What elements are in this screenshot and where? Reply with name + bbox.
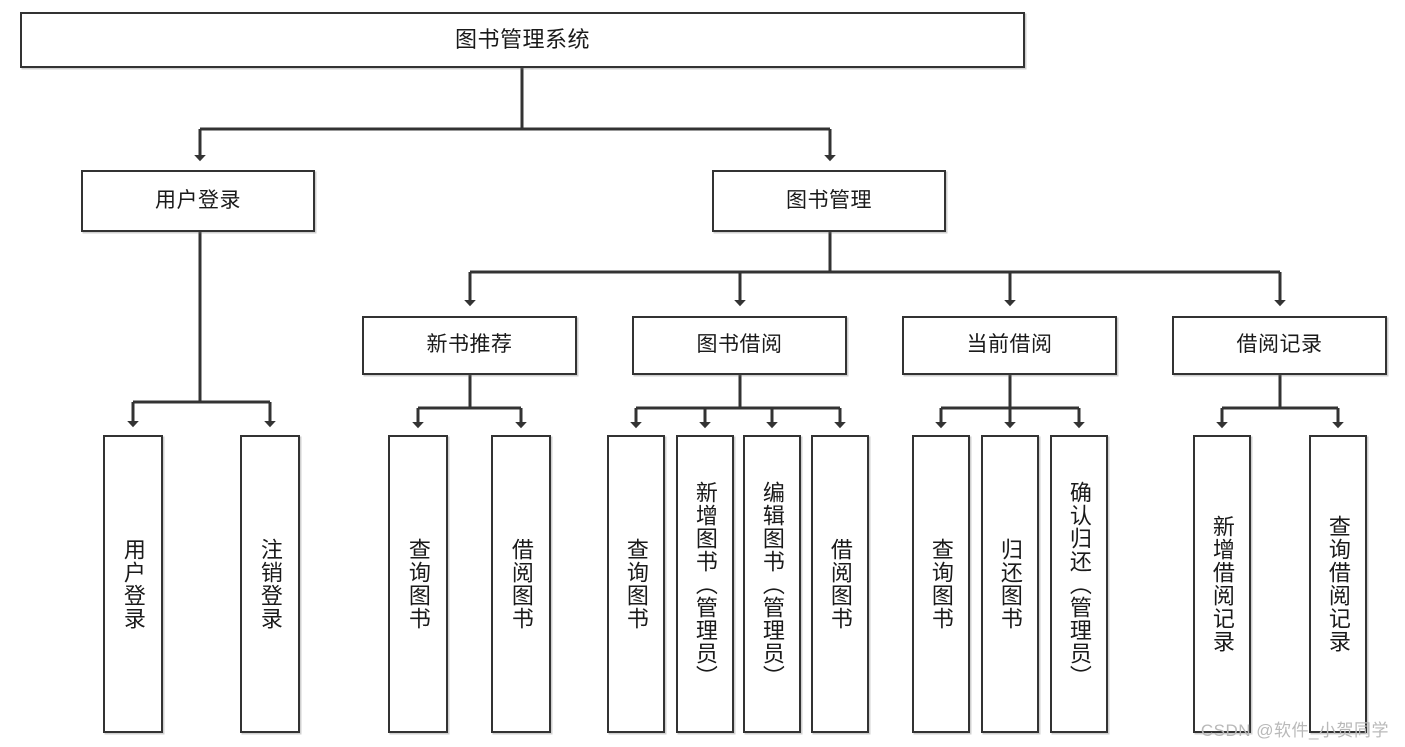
leaf-label: 注销登录 bbox=[257, 538, 283, 630]
leaf-current-confirm-return-admin[interactable]: 确认归还（管理员） bbox=[1050, 435, 1108, 733]
node-current-borrow-label: 当前借阅 bbox=[966, 333, 1053, 357]
leaf-user-login-signout[interactable]: 注销登录 bbox=[240, 435, 300, 733]
node-book-management-label: 图书管理 bbox=[786, 188, 872, 212]
leaf-record-query[interactable]: 查询借阅记录 bbox=[1309, 435, 1367, 733]
leaf-label: 确认归还（管理员） bbox=[1066, 480, 1092, 688]
leaf-label: 查询图书 bbox=[928, 538, 954, 630]
leaf-label: 借阅图书 bbox=[827, 538, 853, 630]
leaf-label: 借阅图书 bbox=[508, 538, 534, 630]
node-current-borrow[interactable]: 当前借阅 bbox=[902, 316, 1117, 375]
node-new-book-recommend-label: 新书推荐 bbox=[426, 333, 513, 357]
leaf-new-book-borrow[interactable]: 借阅图书 bbox=[491, 435, 551, 733]
leaf-current-return-book[interactable]: 归还图书 bbox=[981, 435, 1039, 733]
node-borrow-record-label: 借阅记录 bbox=[1236, 333, 1323, 357]
leaf-label: 编辑图书（管理员） bbox=[759, 480, 785, 688]
leaf-user-login-signin[interactable]: 用户登录 bbox=[103, 435, 163, 733]
leaf-borrow-edit-book-admin[interactable]: 编辑图书（管理员） bbox=[743, 435, 801, 733]
node-user-login[interactable]: 用户登录 bbox=[81, 170, 315, 232]
leaf-new-book-query[interactable]: 查询图书 bbox=[388, 435, 448, 733]
leaf-borrow-borrow-book[interactable]: 借阅图书 bbox=[811, 435, 869, 733]
node-root-label: 图书管理系统 bbox=[454, 27, 590, 53]
leaf-current-query-book[interactable]: 查询图书 bbox=[912, 435, 970, 733]
leaf-borrow-query-book[interactable]: 查询图书 bbox=[607, 435, 665, 733]
leaf-label: 新增图书（管理员） bbox=[692, 480, 718, 688]
leaf-borrow-add-book-admin[interactable]: 新增图书（管理员） bbox=[676, 435, 734, 733]
leaf-label: 归还图书 bbox=[997, 538, 1023, 630]
csdn-watermark: CSDN @软件_小贺同学 bbox=[1200, 721, 1389, 740]
node-new-book-recommend[interactable]: 新书推荐 bbox=[362, 316, 577, 375]
node-book-borrow-label: 图书借阅 bbox=[696, 333, 783, 357]
node-root[interactable]: 图书管理系统 bbox=[20, 12, 1025, 68]
leaf-label: 用户登录 bbox=[120, 538, 146, 630]
leaf-record-add[interactable]: 新增借阅记录 bbox=[1193, 435, 1251, 733]
leaf-label: 查询借阅记录 bbox=[1325, 515, 1351, 653]
node-user-login-label: 用户登录 bbox=[155, 188, 241, 212]
node-borrow-record[interactable]: 借阅记录 bbox=[1172, 316, 1387, 375]
node-book-borrow[interactable]: 图书借阅 bbox=[632, 316, 847, 375]
node-book-management[interactable]: 图书管理 bbox=[712, 170, 946, 232]
leaf-label: 查询图书 bbox=[623, 538, 649, 630]
leaf-label: 查询图书 bbox=[405, 538, 431, 630]
leaf-label: 新增借阅记录 bbox=[1209, 515, 1235, 653]
